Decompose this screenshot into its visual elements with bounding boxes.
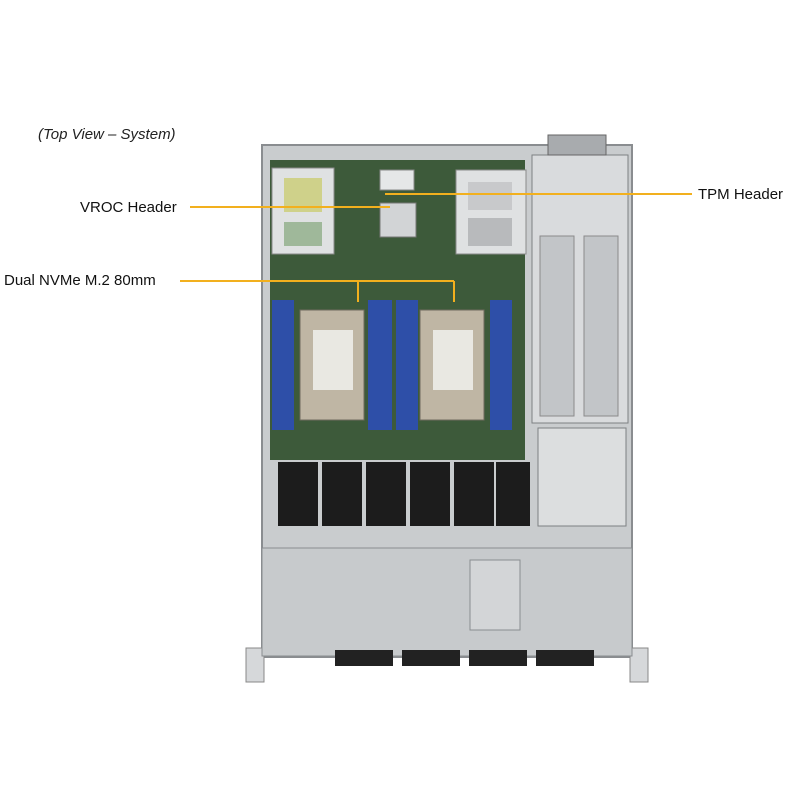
dimm-bank	[272, 300, 512, 430]
rack-ear-right	[629, 647, 649, 683]
riser-left-card-2	[284, 222, 322, 246]
psu-handles	[547, 134, 607, 156]
cpu-label-1	[313, 330, 353, 390]
drive-bays	[335, 650, 594, 666]
psu-2	[583, 235, 619, 417]
view-caption: (Top View – System)	[38, 126, 176, 143]
nvme-label: Dual NVMe M.2 80mm	[4, 272, 156, 289]
top-bracket	[379, 169, 415, 191]
chipset-heatsink	[379, 202, 417, 238]
rack-ear-left	[245, 647, 265, 683]
tpm-header-label: TPM Header	[698, 186, 784, 203]
riser-right-card-2	[468, 218, 512, 246]
psu-1	[539, 235, 575, 417]
front-drive-cover	[469, 559, 521, 631]
cpu-label-2	[433, 330, 473, 390]
psu-lower-block	[537, 427, 627, 527]
vroc-header-label: VROC Header	[80, 199, 177, 216]
riser-right-card	[468, 182, 512, 210]
front-panel	[261, 547, 633, 657]
fan-row	[278, 462, 530, 526]
